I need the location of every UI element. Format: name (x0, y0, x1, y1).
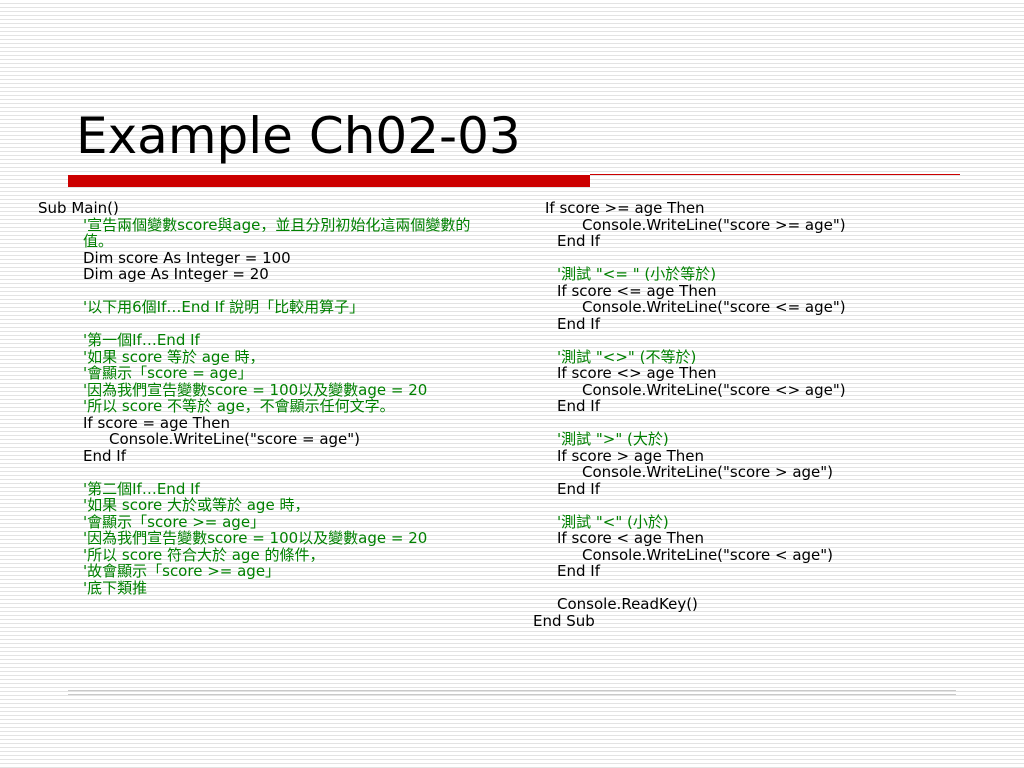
code-block-left: Sub Main()'宣告兩個變數score與age，並且分別初始化這兩個變數的… (38, 200, 498, 596)
code-comment-line: '如果 score 大於或等於 age 時， (83, 496, 310, 514)
code-comment-line: '第一個If…End If (83, 331, 200, 349)
code-line (38, 283, 498, 300)
code-line: If score = age Then (83, 413, 230, 432)
code-comment-line: '測試 "<>" (不等於) (557, 347, 697, 366)
code-line: Console.WriteLine("score <> age") (582, 380, 846, 399)
code-line: Sub Main() (38, 199, 119, 217)
code-comment-line: '會顯示「score >= age」 (83, 512, 266, 531)
code-line (533, 332, 993, 349)
code-line: If score <> age Then (557, 364, 717, 382)
code-line (533, 497, 993, 514)
code-comment-line: '測試 "<" (小於) (557, 512, 669, 531)
code-line: End Sub (533, 611, 595, 630)
code-line: If score >= age Then (545, 199, 705, 217)
code-line: End If (557, 397, 600, 415)
code-line: Console.WriteLine("score = age") (109, 430, 361, 448)
footer-divider-bottom (68, 694, 956, 695)
code-comment-line: '因為我們宣告變數score = 100以及變數age = 20 (83, 380, 428, 399)
code-line: End If (83, 446, 126, 465)
code-comment-line: '宣告兩個變數score與age，並且分別初始化這兩個變數的值。 (83, 215, 471, 250)
code-line: If score <= age Then (557, 281, 717, 300)
slide-title: Example Ch02-03 (76, 107, 521, 165)
code-line (533, 580, 993, 597)
code-line: Console.ReadKey() (557, 595, 698, 613)
code-line (38, 464, 498, 481)
code-comment-line: '第二個If…End If (83, 479, 200, 498)
code-line: Console.WriteLine("score <= age") (582, 298, 846, 316)
title-underline-rule (590, 174, 960, 175)
code-comment-line: '以下用6個If…End If 說明「比較用算子」 (83, 298, 365, 316)
code-comment-line: '底下類推 (83, 578, 148, 597)
code-line: If score > age Then (557, 446, 704, 465)
code-line: Console.WriteLine("score >= age") (582, 215, 846, 234)
code-line (38, 316, 498, 333)
title-underline-bar (68, 175, 590, 187)
code-line: End If (557, 232, 600, 250)
code-line (533, 250, 993, 267)
code-line: If score < age Then (557, 529, 704, 547)
code-line: End If (557, 479, 600, 498)
code-comment-line: '如果 score 等於 age 時， (83, 347, 265, 366)
code-comment-line: '故會顯示「score >= age」 (83, 562, 281, 580)
code-line: Dim score As Integer = 100 (83, 248, 291, 267)
code-line (533, 415, 993, 432)
code-comment-line: '因為我們宣告變數score = 100以及變數age = 20 (83, 529, 428, 547)
code-line: Dim age As Integer = 20 (83, 265, 269, 283)
code-line: Console.WriteLine("score > age") (582, 463, 834, 481)
code-comment-line: '所以 score 符合大於 age 的條件， (83, 545, 325, 564)
code-comment-line: '所以 score 不等於 age，不會顯示任何文字。 (83, 397, 395, 415)
footer-divider-top (68, 690, 956, 691)
code-comment-line: '測試 "<= " (小於等於) (557, 265, 717, 283)
code-line: Console.WriteLine("score < age") (582, 545, 834, 564)
code-comment-line: '會顯示「score = age」 (83, 364, 253, 382)
code-comment-line: '測試 ">" (大於) (557, 430, 669, 448)
code-line: End If (557, 562, 600, 580)
code-line: End If (557, 314, 600, 333)
